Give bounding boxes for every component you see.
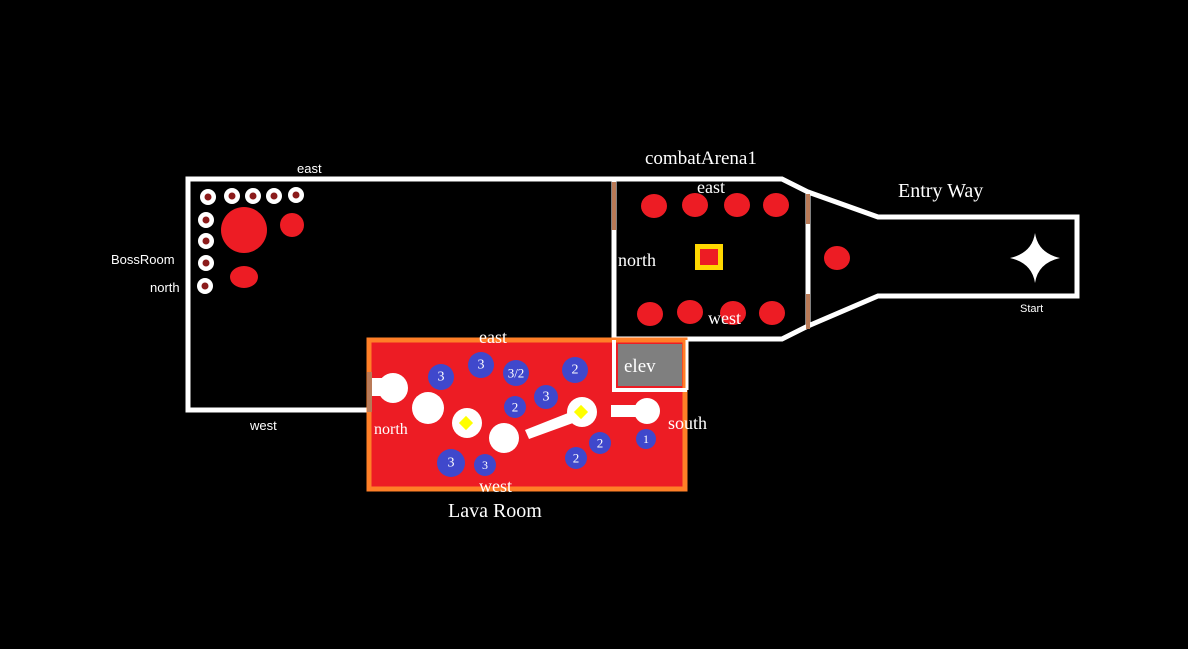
lava-badge-label: 3 — [438, 370, 445, 385]
lava-badge: 3 — [437, 449, 465, 477]
diamond-pickup-icon[interactable] — [458, 415, 474, 431]
lava-badge-label: 3 — [482, 458, 488, 472]
elevator-label: elev — [624, 356, 656, 377]
lava-badges: 3 3 3/2 2 3 2 2 2 1 3 3 — [428, 352, 656, 477]
lava-badge: 2 — [589, 432, 611, 454]
arena-enemy — [637, 302, 663, 326]
target-ring-icon — [245, 188, 261, 204]
target-ring-icon — [200, 189, 216, 205]
arena-enemy — [759, 301, 785, 325]
boss-room-enemy — [230, 266, 258, 288]
elevator[interactable] — [618, 344, 682, 386]
platform — [378, 373, 408, 403]
combat-arena-west-label: west — [708, 308, 741, 328]
target-ring-icon — [198, 255, 214, 271]
bridge — [525, 413, 573, 439]
lava-badge: 2 — [562, 357, 588, 383]
arena-enemy — [641, 194, 667, 218]
arena-door-north — [612, 182, 616, 230]
platform — [489, 423, 519, 453]
entry-way-title: Entry Way — [898, 180, 983, 202]
boss-room-name-label: BossRoom — [111, 252, 175, 267]
lava-room-north-label: north — [374, 421, 408, 438]
entry-enemy — [824, 246, 850, 270]
boss-room-targets — [197, 187, 304, 294]
combat-arena-north-label: north — [618, 250, 656, 270]
lava-badge: 3 — [428, 364, 454, 390]
chest-icon[interactable] — [695, 244, 723, 270]
target-ring-icon — [224, 188, 240, 204]
arena-door-east-top — [806, 194, 810, 224]
lava-room-elevator-wall — [612, 340, 687, 392]
lava-badge-label: 2 — [597, 436, 604, 451]
bridge — [611, 405, 639, 417]
target-ring-icon — [197, 278, 213, 294]
lava-badge-label: 2 — [573, 451, 580, 466]
boss-room-enemy — [280, 213, 304, 237]
lava-room-title: Lava Room — [448, 500, 542, 522]
combat-arena-east-label: east — [697, 177, 725, 197]
lava-room-south-label: south — [668, 413, 707, 433]
platform — [412, 392, 444, 424]
start-star-icon — [1010, 233, 1060, 283]
lava-badge: 3 — [534, 385, 558, 409]
arena-enemy — [682, 193, 708, 217]
lava-badge-label: 3/2 — [508, 366, 525, 381]
target-ring-icon — [198, 233, 214, 249]
lava-badge-label: 2 — [572, 363, 579, 378]
arena-enemy — [763, 193, 789, 217]
boss-room-east-label: east — [297, 161, 322, 176]
start-label: Start — [1020, 303, 1043, 315]
arena-enemy — [677, 300, 703, 324]
target-ring-icon — [198, 212, 214, 228]
lava-room-door-north — [367, 372, 372, 412]
lava-badge: 1 — [636, 429, 656, 449]
lava-badge-label: 3 — [448, 456, 455, 471]
lava-badge-label: 1 — [643, 432, 649, 446]
lava-badge: 2 — [504, 396, 526, 418]
diamond-pickup-icon[interactable] — [573, 404, 589, 420]
combat-arena-title: combatArena1 — [645, 148, 757, 169]
arena-enemy — [724, 193, 750, 217]
lava-badge: 2 — [565, 447, 587, 469]
lava-room-west-label: west — [479, 476, 512, 496]
arena-enemy — [720, 301, 746, 325]
target-ring-icon — [288, 187, 304, 203]
entry-way-walls — [807, 189, 1080, 329]
lava-badge: 3 — [474, 454, 496, 476]
lava-badge-label: 3 — [543, 390, 550, 405]
lava-badge: 3 — [468, 352, 494, 378]
platform — [634, 398, 660, 424]
boss-room-west-label: west — [249, 418, 277, 433]
arena-door-east-bottom — [806, 294, 810, 329]
lava-badge: 3/2 — [503, 360, 529, 386]
arena-enemies — [637, 193, 789, 326]
lava-badge-label: 2 — [512, 400, 519, 415]
boss-room-north-label: north — [150, 280, 180, 295]
boss-enemy — [221, 207, 267, 253]
lava-badge-label: 3 — [478, 358, 485, 373]
lava-room-east-label: east — [479, 327, 507, 347]
target-ring-icon — [266, 188, 282, 204]
